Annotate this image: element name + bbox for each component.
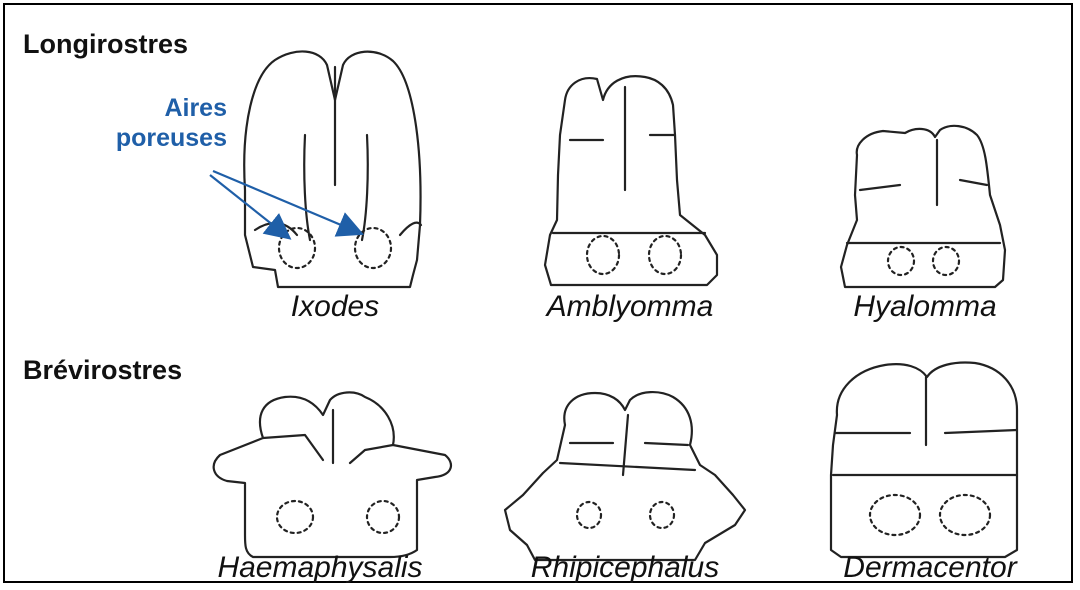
amblyomma-capitulum — [545, 76, 717, 285]
label-amblyomma: Amblyomma — [500, 290, 760, 324]
annotation-line-1: Aires — [95, 93, 227, 123]
label-hyalomma: Hyalomma — [795, 290, 1055, 324]
label-ixodes: Ixodes — [205, 290, 465, 324]
annotation-line-2: poreuses — [95, 123, 227, 153]
dermacentor-capitulum — [831, 363, 1017, 557]
pore-area-arrows — [210, 171, 360, 237]
arrow-to-left-pore — [210, 175, 288, 237]
rhipicephalus-capitulum — [505, 392, 745, 560]
hyalomma-capitulum — [841, 126, 1005, 287]
tick-capitulum-diagram: Longirostres Brévirostres Aires poreuses… — [3, 3, 1073, 583]
label-rhipicephalus: Rhipicephalus — [495, 551, 755, 585]
arrow-to-right-pore — [213, 171, 360, 233]
heading-longirostres: Longirostres — [23, 29, 188, 60]
haemaphysalis-capitulum — [214, 392, 451, 557]
label-haemaphysalis: Haemaphysalis — [190, 551, 450, 585]
label-dermacentor: Dermacentor — [800, 551, 1060, 585]
heading-brevirostres: Brévirostres — [23, 355, 182, 386]
ixodes-capitulum — [244, 51, 421, 287]
